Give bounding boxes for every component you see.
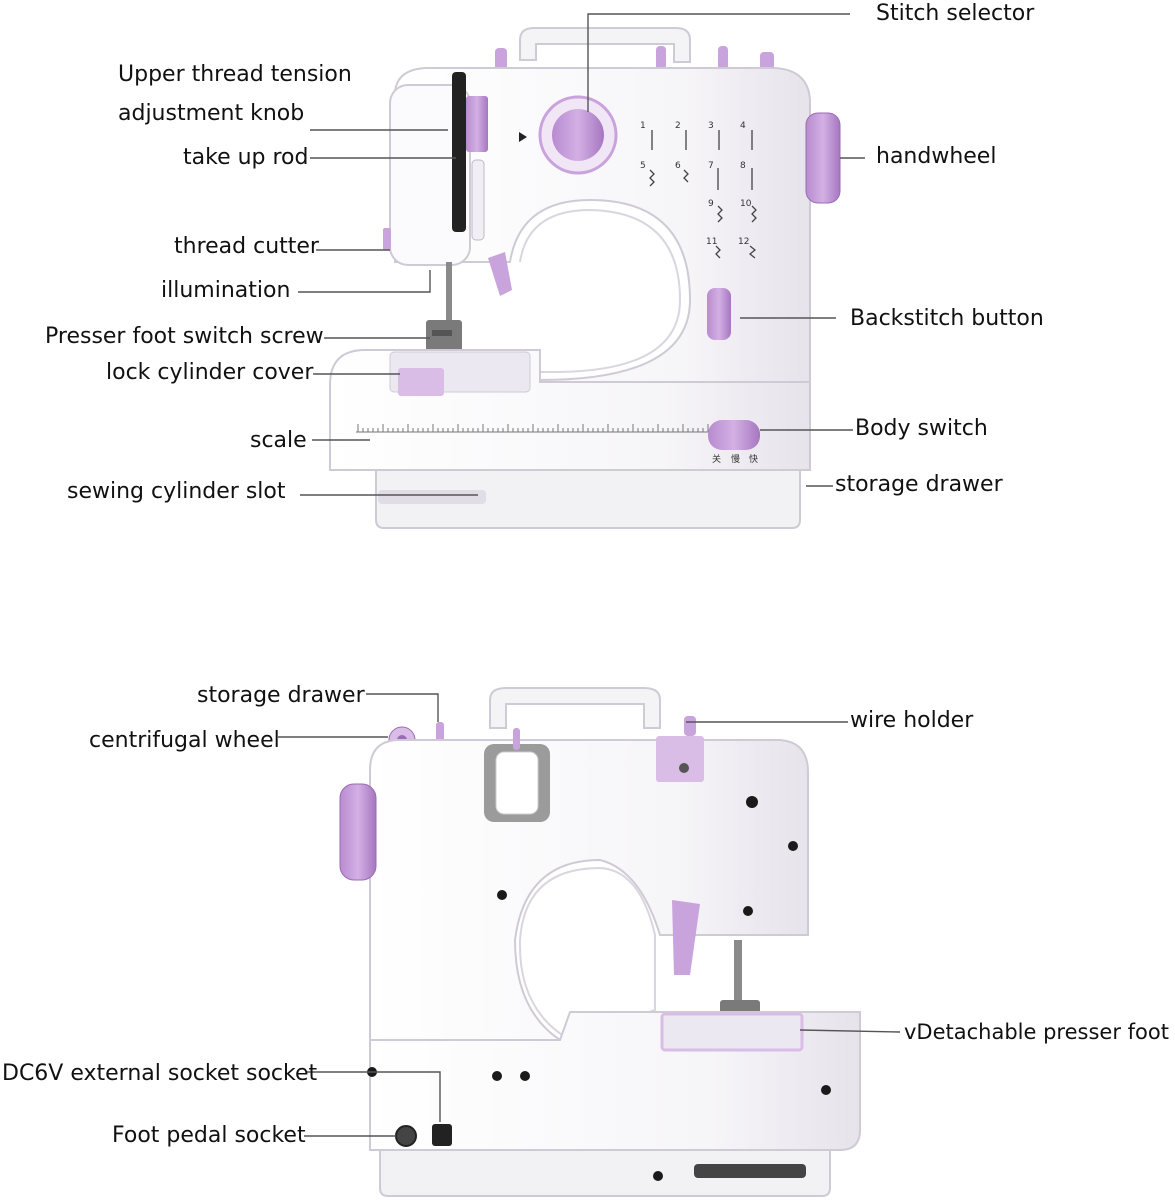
label-sewing-cylinder-slot: sewing cylinder slot — [67, 479, 286, 504]
needle-bar — [446, 262, 452, 322]
stitch-row-4: 11 12 — [706, 237, 749, 247]
stitch-dial — [552, 109, 604, 161]
stitch-number: 6 — [675, 161, 681, 171]
needle-bar — [734, 940, 742, 1006]
label-foot-pedal-socket: Foot pedal socket — [112, 1123, 306, 1148]
label-presser-foot-switch-screw: Presser foot switch screw — [45, 324, 324, 349]
body-switch — [708, 420, 760, 450]
label-illumination: illumination — [161, 278, 291, 303]
stitch-number: 7 — [708, 161, 714, 171]
stitch-number: 1 — [640, 121, 646, 131]
label-adjustment-knob: adjustment knob — [118, 101, 305, 126]
presser-lever — [488, 252, 512, 296]
label-storage-drawer-back: storage drawer — [197, 683, 365, 708]
thread-spool — [495, 751, 539, 815]
switch-mark: 关 — [712, 453, 721, 465]
stitch-number: 10 — [740, 199, 752, 209]
label-body-switch: Body switch — [855, 416, 988, 441]
bobbin-cover — [398, 368, 444, 396]
front-body-upper — [394, 67, 811, 463]
stitch-number: 8 — [740, 161, 746, 171]
dc6v-socket — [432, 1124, 452, 1146]
stitch-pattern-icons — [649, 130, 757, 259]
switch-marks: 关 慢 快 — [712, 453, 758, 465]
back-machine — [339, 687, 861, 1197]
label-thread-cutter: thread cutter — [174, 234, 319, 259]
dial-pointer — [519, 132, 527, 142]
tension-knob — [466, 96, 488, 152]
scale-ruler — [356, 424, 709, 433]
label-dc6v-socket: DC6V external socket socket — [2, 1061, 318, 1086]
label-lock-cylinder-cover: lock cylinder cover — [106, 360, 314, 385]
stitch-number: 4 — [740, 121, 746, 131]
label-stitch-selector: Stitch selector — [876, 1, 1035, 26]
arm-opening — [519, 208, 682, 373]
switch-mark: 慢 — [731, 453, 740, 465]
stitch-number: 12 — [738, 237, 749, 247]
spool-pin — [495, 48, 507, 70]
thread-slot — [452, 72, 466, 232]
label-detachable-presser-foot: vDetachable presser foot — [904, 1020, 1169, 1044]
wire-holder — [684, 716, 696, 736]
spool-pin — [656, 46, 666, 70]
stitch-row-1: 1 2 3 4 — [640, 121, 746, 131]
front-machine: 1 2 3 4 5 6 7 8 9 10 11 12 — [329, 27, 841, 529]
spool-pin — [760, 52, 774, 70]
handwheel — [805, 112, 841, 204]
stitch-row-3: 9 10 — [708, 199, 752, 209]
spool-pin — [718, 46, 728, 70]
carry-handle — [519, 27, 691, 63]
front-leaders — [298, 13, 865, 496]
stitch-number: 11 — [706, 237, 717, 247]
label-upper-thread-tension: Upper thread tension — [118, 62, 352, 87]
label-wire-holder: wire holder — [850, 708, 974, 733]
label-take-up-rod: take up rod — [183, 145, 309, 170]
take-up-lever — [471, 159, 485, 241]
stitch-chart: 1 2 3 4 5 6 7 8 9 10 11 12 — [640, 121, 757, 259]
label-handwheel: handwheel — [876, 144, 997, 169]
presser-lever — [672, 900, 700, 975]
label-backstitch-button: Backstitch button — [850, 306, 1044, 331]
spool-pin — [513, 728, 520, 750]
label-centrifugal-wheel: centrifugal wheel — [89, 728, 280, 753]
stitch-number: 3 — [708, 121, 714, 131]
back-leaders — [278, 693, 901, 1137]
foot-pedal-socket — [395, 1125, 417, 1147]
backstitch-button — [707, 288, 731, 340]
thread-cutter — [383, 228, 391, 250]
handwheel — [339, 783, 377, 881]
back-body-upper — [369, 739, 809, 1063]
carry-handle — [489, 687, 661, 729]
stitch-number: 9 — [708, 199, 714, 209]
drawer-slot — [694, 1164, 806, 1178]
storage-drawer — [375, 469, 801, 529]
stitch-number: 2 — [675, 121, 681, 131]
storage-drawer — [379, 1149, 831, 1197]
needle-plate — [660, 1012, 804, 1052]
switch-mark: 快 — [749, 453, 758, 465]
arm-opening — [518, 866, 656, 1042]
stitch-number: 5 — [640, 161, 646, 171]
label-storage-drawer: storage drawer — [835, 472, 1003, 497]
stitch-row-2: 5 6 7 8 — [640, 161, 746, 171]
presser-foot-screw — [432, 330, 452, 336]
label-scale: scale — [250, 428, 307, 453]
drawer-slot — [378, 490, 486, 504]
plate-screw — [679, 763, 689, 773]
wire-holder-plate — [656, 736, 704, 782]
